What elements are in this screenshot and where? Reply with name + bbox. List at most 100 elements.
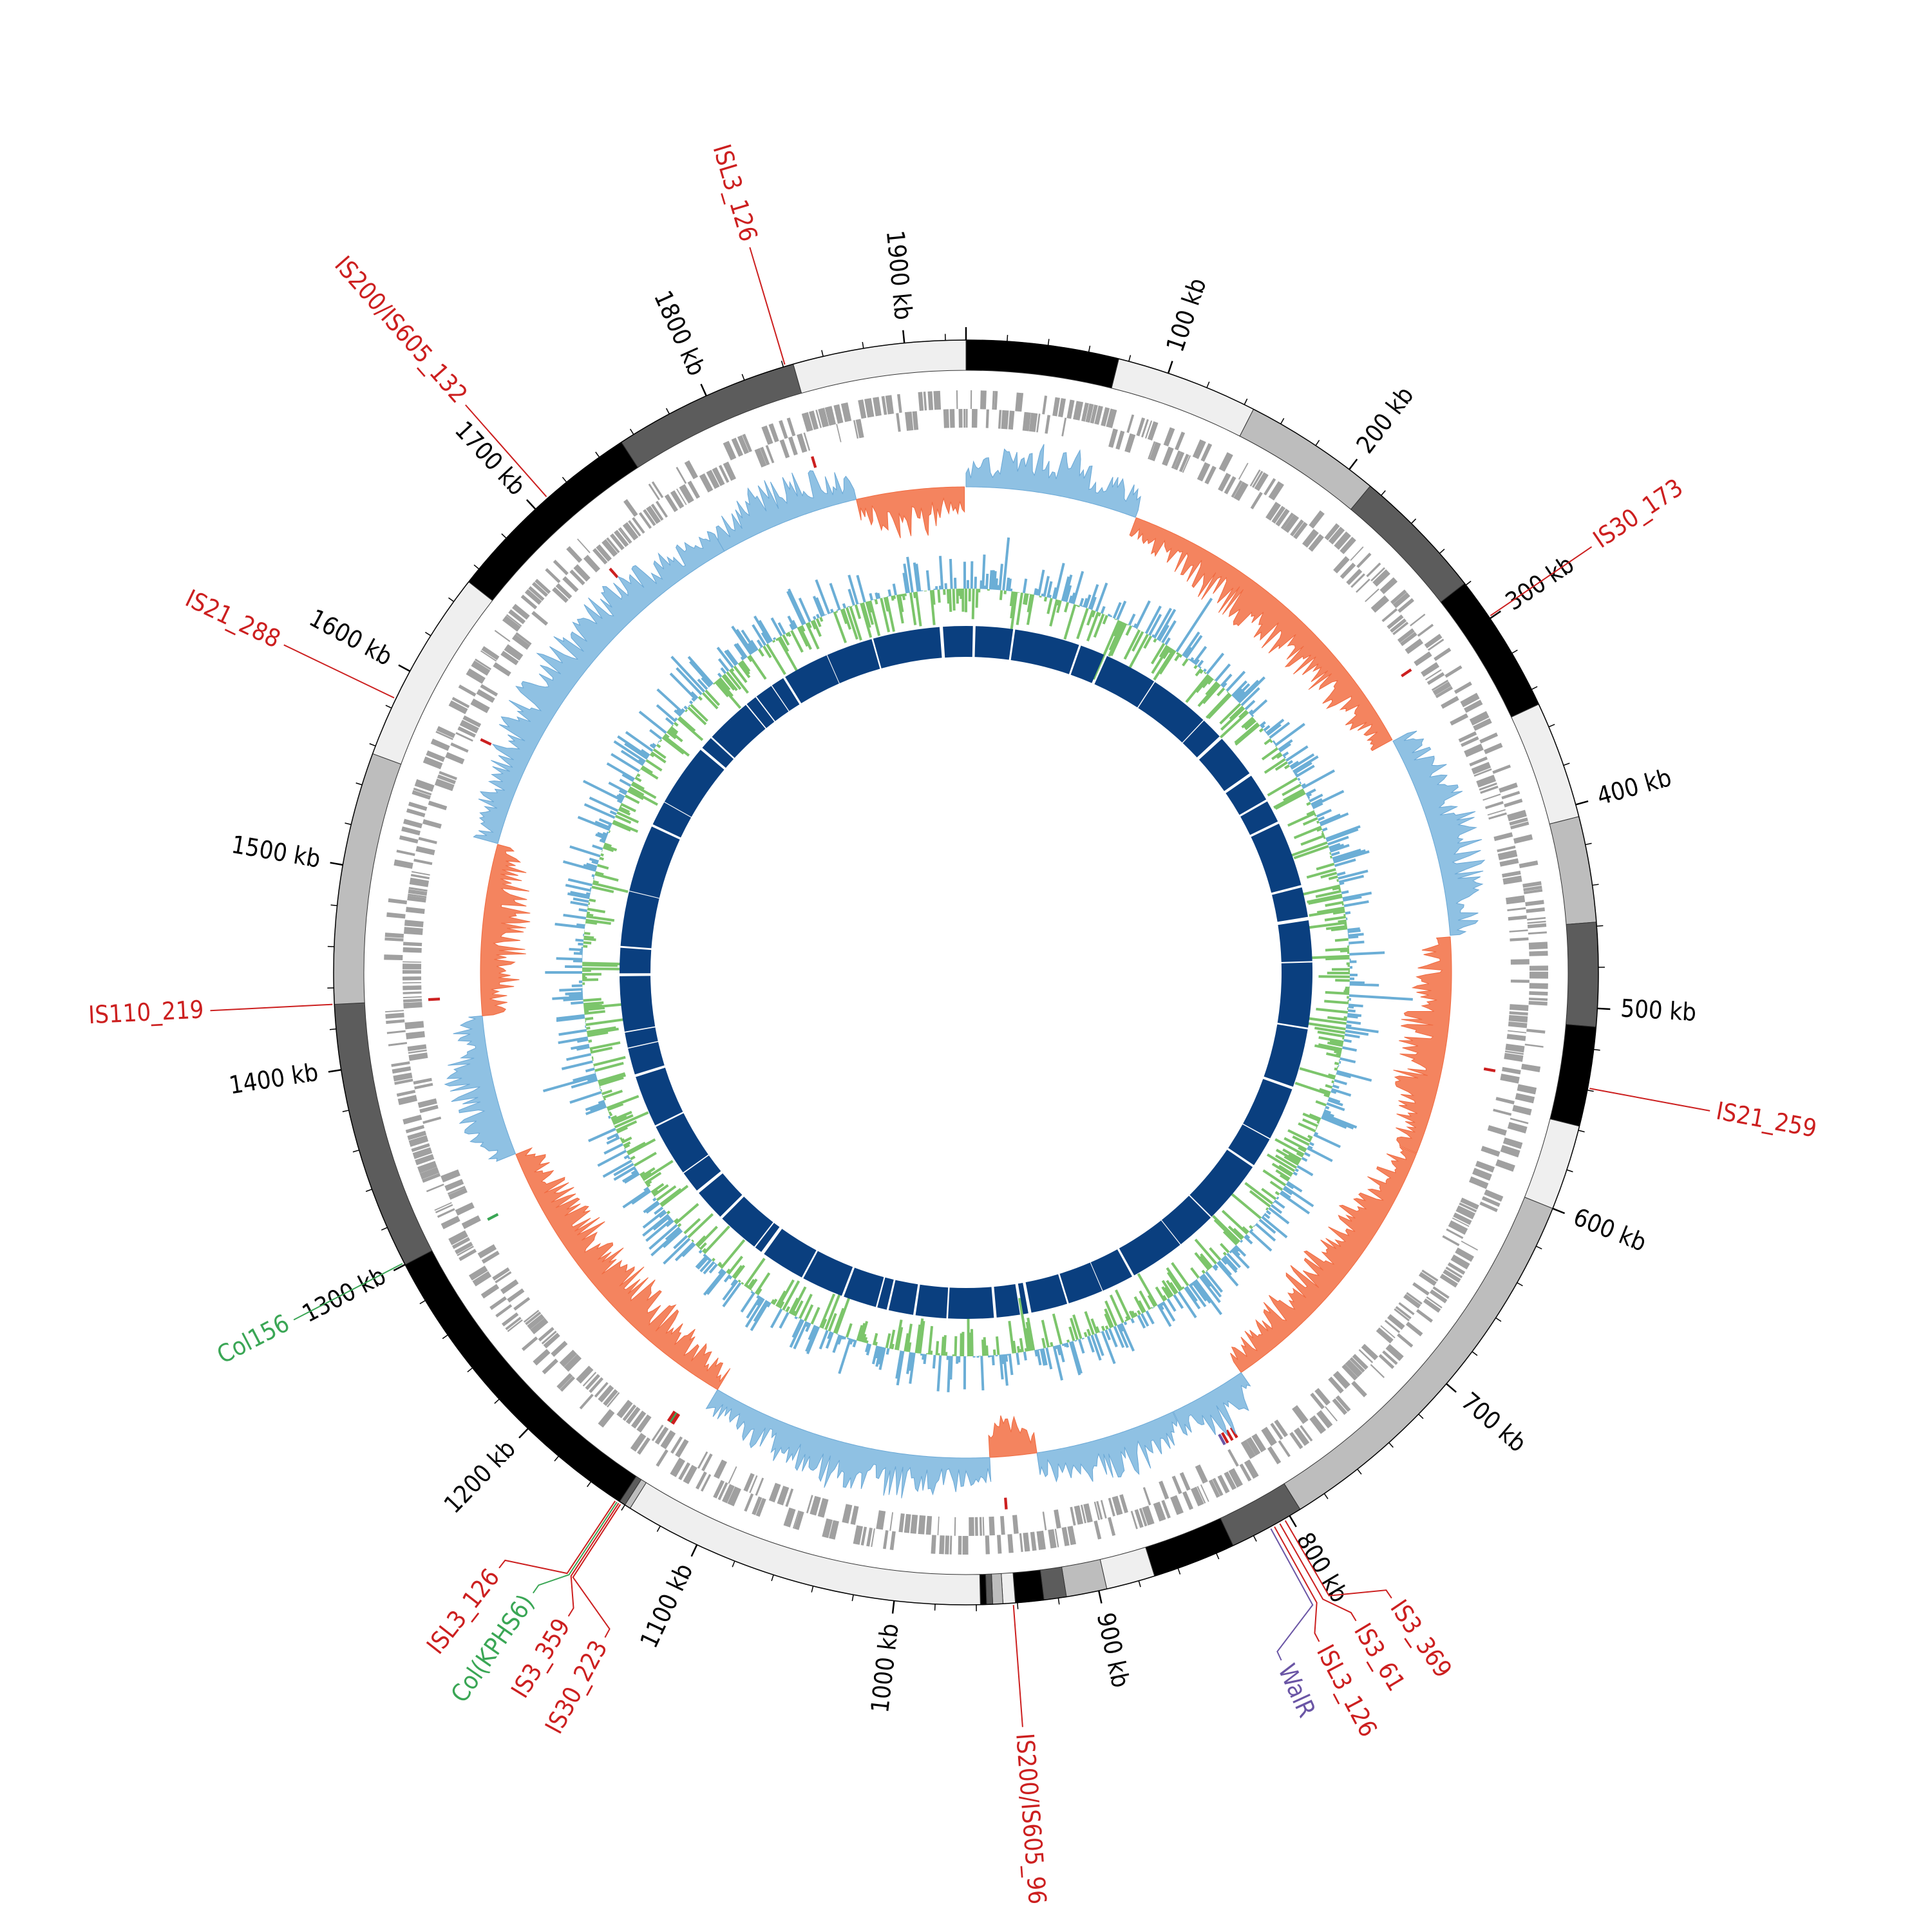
inner-ring-block [620, 976, 656, 1032]
gene-feature [1280, 512, 1294, 530]
gene-feature [1380, 1325, 1396, 1339]
gene-feature [1080, 1504, 1086, 1524]
gene-feature [728, 1466, 737, 1484]
tick-label: 400 kb [1594, 763, 1674, 811]
major-tick [1575, 800, 1589, 806]
gene-feature [994, 391, 998, 410]
gene-feature [1008, 410, 1015, 430]
gene-feature [408, 887, 428, 892]
gene-feature [564, 1354, 582, 1372]
gene-feature [1497, 849, 1518, 860]
gene-feature [937, 1516, 940, 1535]
gene-feature [723, 440, 737, 460]
gene-feature [933, 390, 942, 410]
gene-feature [385, 1012, 404, 1019]
minor-tick [1280, 418, 1285, 424]
gene-feature [1527, 920, 1546, 924]
gene-feature [1365, 588, 1379, 602]
gene-feature [1475, 1160, 1495, 1173]
gene-feature [1136, 417, 1146, 437]
gene-feature [1529, 965, 1548, 971]
gene-feature [1493, 832, 1513, 842]
feature-leader-line [293, 1263, 403, 1321]
major-tick [330, 862, 343, 866]
gene-feature [785, 1488, 794, 1507]
gene-feature [506, 614, 522, 627]
gene-feature [1224, 476, 1236, 495]
gene-feature [1492, 764, 1511, 774]
gene-feature [437, 1208, 455, 1218]
minor-tick [342, 1110, 349, 1112]
gene-feature [1473, 718, 1492, 731]
gene-feature [1487, 1125, 1507, 1136]
major-tick [690, 1544, 698, 1557]
minor-tick [1177, 1567, 1181, 1575]
gene-feature [1488, 812, 1507, 820]
gene-feature [744, 1493, 754, 1512]
gene-feature [1283, 514, 1300, 533]
feature-leader-line [283, 644, 395, 699]
gene-feature [471, 660, 491, 676]
gene-feature [683, 1464, 697, 1484]
gene-feature [598, 1385, 614, 1403]
gene-feature [1182, 1491, 1193, 1510]
gene-feature [1345, 1359, 1363, 1378]
gene-feature [415, 1154, 435, 1166]
gene-feature [559, 1349, 578, 1367]
gene-feature [415, 846, 435, 856]
minor-tick [732, 1560, 735, 1567]
skew-negative-area [480, 844, 531, 1016]
feature-mark [670, 1412, 679, 1424]
gene-feature [742, 433, 752, 453]
gene-feature [1195, 1464, 1208, 1484]
gene-feature [594, 1381, 609, 1398]
gene-feature [513, 1296, 531, 1311]
gene-feature [1508, 1030, 1527, 1034]
contig-segment [333, 753, 402, 1005]
gene-feature [1058, 398, 1066, 417]
minor-tick [1047, 339, 1050, 346]
gene-feature [1381, 608, 1398, 622]
contig-segment [1524, 1118, 1580, 1209]
gene-feature [1464, 699, 1483, 714]
feature-leader-line [1279, 1523, 1357, 1622]
gene-feature [616, 1399, 633, 1419]
feature-mark [811, 456, 817, 468]
gene-feature [1454, 681, 1472, 694]
gene-feature [1405, 1321, 1423, 1337]
gene-feature [806, 1495, 813, 1513]
gene-feature [404, 1021, 424, 1030]
gene-feature [853, 1525, 863, 1545]
gene-feature [458, 684, 477, 697]
gene-feature [822, 1518, 833, 1539]
inner-ring-block [915, 1284, 949, 1319]
gene-feature [1290, 519, 1304, 537]
gene-feature [954, 1517, 956, 1536]
gene-feature [1423, 1298, 1441, 1313]
gene-feature [623, 499, 638, 517]
gene-feature [1274, 1419, 1289, 1437]
gene-feature [1529, 951, 1548, 956]
gene-feature [1159, 1481, 1170, 1500]
gene-feature [437, 774, 456, 784]
gene-feature [466, 668, 486, 684]
gene-feature [406, 808, 426, 817]
gene-feature [1405, 638, 1424, 654]
gene-feature [459, 1249, 477, 1262]
gene-feature [630, 1432, 647, 1452]
skew-negative-area [856, 486, 965, 538]
inner-ring-block [664, 750, 724, 817]
gene-feature [656, 1449, 668, 1467]
gene-feature [1526, 1028, 1546, 1034]
gene-feature [1461, 1240, 1479, 1251]
gene-feature [403, 942, 422, 947]
gene-feature [1392, 621, 1409, 636]
inner-ring-block [1182, 721, 1220, 758]
minor-tick [1057, 1598, 1060, 1605]
minor-tick [1244, 398, 1248, 405]
gene-feature [1096, 1501, 1103, 1520]
gene-feature [1240, 1439, 1256, 1459]
minor-tick [1253, 1535, 1257, 1542]
gene-feature [1264, 478, 1276, 496]
gene-feature [1481, 1146, 1501, 1157]
